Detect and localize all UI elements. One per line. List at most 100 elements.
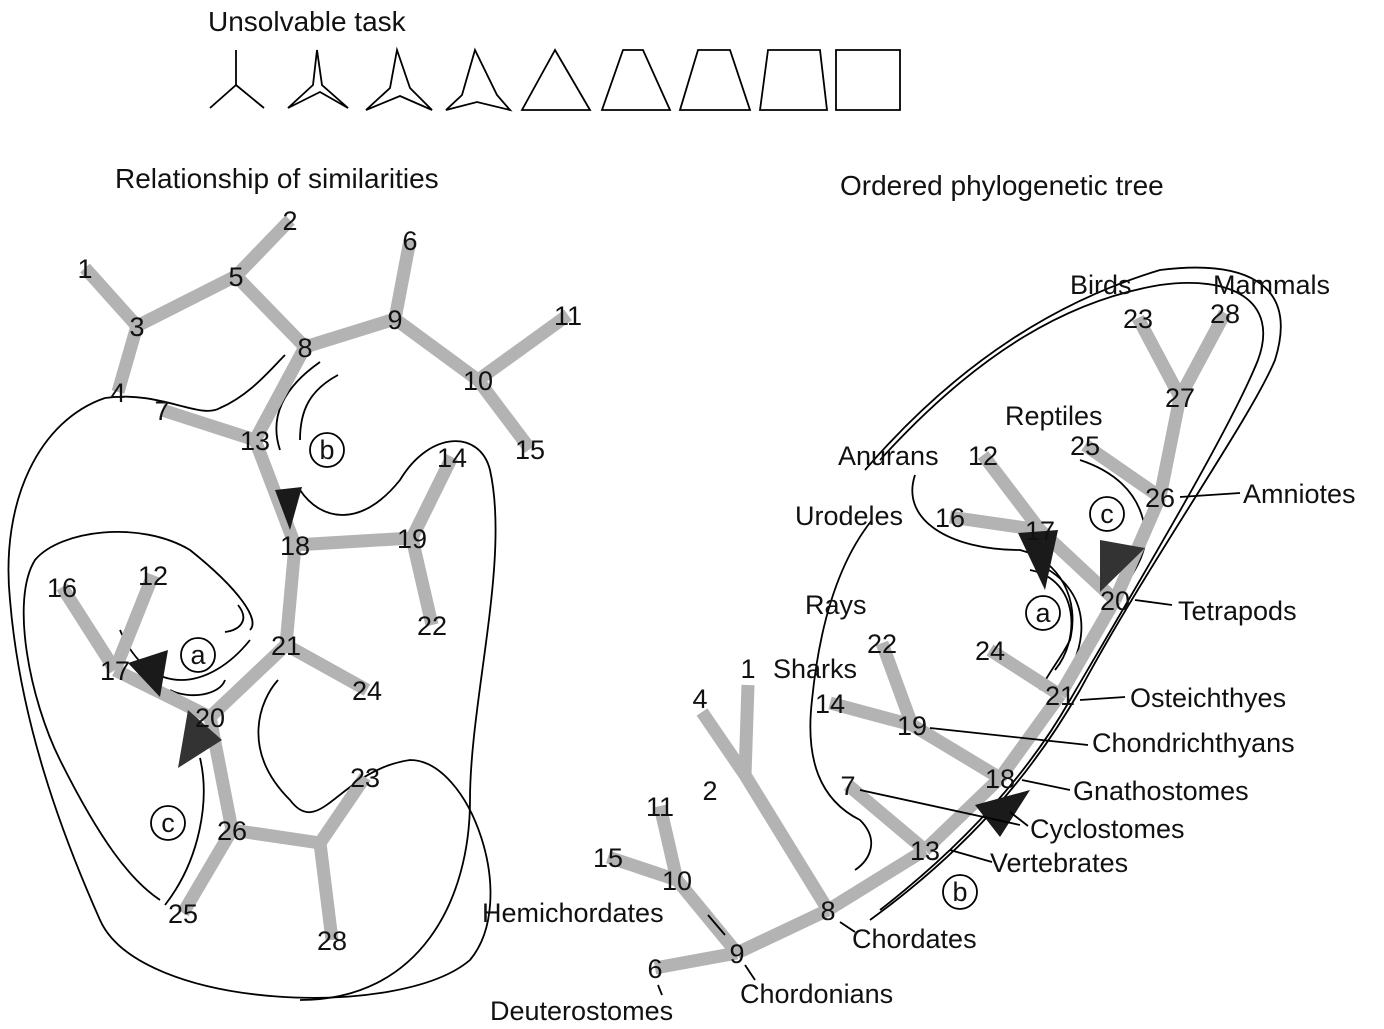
left-edge (112, 664, 213, 723)
left-node-label: 16 (47, 573, 77, 603)
left-boundaries (7, 354, 497, 1001)
right-node-label: 11 (646, 792, 674, 822)
left-node-label: 21 (271, 631, 301, 661)
left-edge (248, 437, 302, 548)
group-label-reptiles: Reptiles (1005, 401, 1103, 431)
shape-trapezoid-icon (678, 49, 752, 111)
arrow-a-icon (128, 650, 168, 697)
right-node-label: 18 (985, 764, 1015, 794)
right-node-label: 2 (702, 776, 717, 806)
right-circle-a (1025, 595, 1061, 631)
arrow-c-right-icon (1100, 540, 1145, 592)
group-label-osteichthyes: Osteichthyes (1130, 683, 1286, 713)
right-edge (920, 773, 1005, 855)
left-circle-a (180, 637, 216, 673)
left-edge (111, 324, 144, 394)
left-edge (231, 823, 321, 850)
left-edge (474, 309, 572, 386)
left-edge (303, 312, 397, 354)
group-label-vertebrates: Vertebrates (990, 848, 1128, 878)
group-label-chordates: Chordates (852, 924, 977, 954)
left-node-label: 17 (100, 656, 130, 686)
group-label-gnathostomes: Gnathostomes (1073, 776, 1249, 806)
left-node-label: 24 (352, 676, 382, 706)
left-node-label: 9 (387, 305, 402, 335)
left-circle-b (309, 432, 345, 468)
shape-square-icon (835, 49, 901, 111)
leader-line (1079, 696, 1126, 701)
right-node-label: 27 (1165, 383, 1195, 413)
right-circle-c (1089, 496, 1125, 532)
left-circle-label: a (190, 640, 206, 670)
shape-trapezoid-wide-icon (758, 49, 829, 111)
right-circle-label: c (1100, 499, 1114, 529)
group-label-cyclostomes: Cyclostomes (1030, 814, 1185, 844)
right-edge (875, 640, 919, 728)
group-label-sharks: Sharks (773, 654, 857, 684)
shape-y-icon (209, 50, 265, 109)
leader-line (859, 789, 1021, 826)
right-edge (949, 510, 1041, 537)
group-label-deuterostomes: Deuterostomes (490, 996, 673, 1026)
right-circle-label: a (1035, 598, 1051, 628)
left-node-label: 4 (110, 378, 125, 408)
left-edge (279, 544, 302, 646)
left-node-label: 14 (437, 443, 467, 473)
left-edge (56, 583, 121, 674)
left-edge (231, 215, 295, 281)
right-edge (653, 804, 684, 882)
right-title: Ordered phylogenetic tree (840, 170, 1164, 201)
shape-triangle-icon (520, 48, 592, 111)
right-node-label: 23 (1123, 304, 1153, 334)
left-edge (282, 639, 371, 696)
left-node-label: 11 (554, 301, 582, 331)
right-node-label: 4 (692, 684, 707, 714)
left-edge (406, 454, 458, 541)
right-edge (843, 780, 930, 855)
group-label-amniotes: Amniotes (1243, 479, 1356, 509)
right-edge (653, 946, 739, 975)
leader-line (744, 964, 756, 981)
left-edge (314, 773, 371, 847)
left-node-label: 6 (402, 226, 417, 256)
left-edge (108, 572, 160, 673)
left-edge (388, 238, 417, 321)
left-node-label: 3 (129, 312, 144, 342)
unsolvable-task-title: Unsolvable task (208, 6, 407, 37)
arrows (128, 487, 1145, 837)
right-edge (696, 708, 751, 779)
left-node-label: 26 (217, 816, 247, 846)
leader-line (1179, 492, 1241, 498)
right-edge (908, 719, 1004, 784)
right-node-label: 16 (935, 503, 965, 533)
left-node-label: 13 (240, 426, 270, 456)
shape-star3-icon (287, 49, 349, 109)
leader-line (657, 984, 663, 996)
arrow-a-right-icon (1018, 530, 1058, 590)
right-node-label: 12 (968, 441, 998, 471)
right-edge (1153, 395, 1187, 499)
left-edge (294, 531, 413, 552)
left-circle-label: b (319, 435, 334, 465)
left-circle-c (150, 805, 186, 841)
left-edge (405, 536, 439, 627)
right-node-label: 24 (975, 636, 1005, 666)
right-edge (671, 875, 743, 958)
left-edge (231, 271, 310, 352)
group-label-anurans: Anurans (838, 441, 939, 471)
right-edge (986, 644, 1064, 701)
group-label-birds: Birds (1070, 270, 1132, 300)
left-node-label: 1 (77, 254, 92, 284)
left-node-label: 18 (280, 531, 310, 561)
right-edge (977, 451, 1046, 534)
right-node-label: 14 (815, 689, 845, 719)
leader-line (839, 921, 856, 933)
left-node-label: 19 (397, 524, 427, 554)
leader-line (1134, 599, 1173, 606)
right-node-label: 22 (867, 629, 897, 659)
right-node-label: 13 (910, 836, 940, 866)
right-circle-label: b (952, 877, 967, 907)
shape-triangle-concave-icon (365, 46, 433, 111)
